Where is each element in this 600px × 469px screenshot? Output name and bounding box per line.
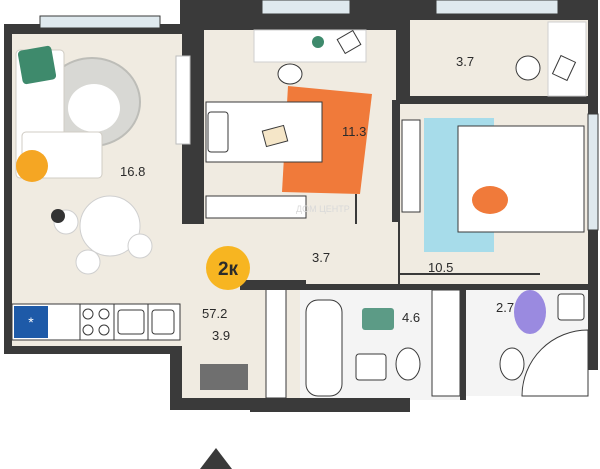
radiator — [205, 195, 307, 219]
area-bedroom-small: 11.3 — [342, 124, 366, 139]
room-count-label: 2к — [218, 259, 239, 280]
cushion-green — [17, 45, 57, 85]
person-figure — [51, 209, 65, 223]
toilet-bowl — [499, 347, 525, 381]
area-bathroom: 4.6 — [402, 310, 420, 325]
shoe-rack — [265, 285, 287, 399]
area-office: 3.7 — [456, 54, 474, 69]
office-chair — [515, 55, 541, 81]
area-entry: 3.9 — [212, 328, 230, 343]
area-bedroom-master: 10.5 — [428, 260, 453, 275]
window — [261, 0, 351, 15]
laptop — [336, 29, 362, 55]
plant — [312, 36, 324, 48]
stove-burner — [82, 308, 94, 320]
fridge — [14, 306, 48, 338]
stove-burner — [98, 324, 110, 336]
laptop-office — [551, 54, 577, 82]
watermark: ДОМ ЦЕНТР — [296, 204, 350, 214]
snowflake-icon: * — [28, 314, 34, 330]
area-hall: 3.7 — [312, 250, 330, 265]
shower-corner — [521, 329, 589, 397]
bathtub — [305, 299, 343, 397]
toilet — [395, 347, 421, 381]
double-bed — [457, 125, 585, 233]
washbasin — [355, 353, 387, 381]
total-area: 57.2 — [202, 306, 227, 321]
area-toilet: 2.7 — [496, 300, 514, 315]
dining-table — [79, 195, 141, 257]
purple-rug — [514, 290, 546, 334]
area-living: 16.8 — [120, 164, 145, 179]
window — [435, 0, 559, 15]
stove-burner — [82, 324, 94, 336]
desk-chair — [277, 63, 303, 85]
stove-burner — [98, 308, 110, 320]
kitchen-sink — [117, 309, 145, 335]
laundry-shelf — [431, 289, 461, 397]
wardrobe — [401, 119, 421, 213]
bath-mat — [362, 308, 394, 330]
window — [39, 15, 161, 29]
tv-stand — [175, 55, 191, 145]
room-count-badge — [206, 246, 250, 290]
bedside-art — [472, 186, 508, 214]
entrance-arrow-icon — [200, 448, 232, 469]
window — [587, 113, 599, 231]
entry-rug — [200, 364, 248, 390]
toilet-sink — [557, 293, 585, 321]
cushion-orange — [16, 150, 48, 182]
